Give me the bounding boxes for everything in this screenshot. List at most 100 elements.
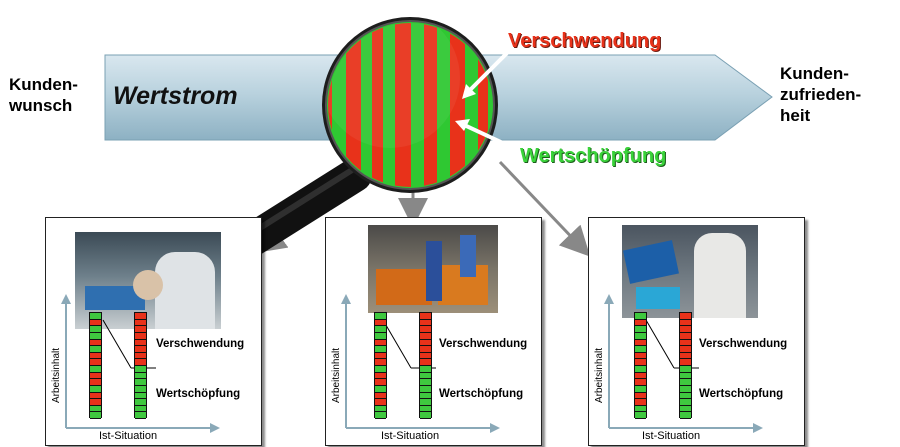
bar-segment — [375, 319, 386, 327]
bar-segment — [375, 346, 386, 353]
photo-forklift — [368, 225, 498, 313]
bar-segment — [135, 392, 146, 400]
bar-segment — [635, 319, 646, 327]
bar-segment — [90, 339, 101, 347]
label-waste: Verschwendung — [156, 338, 245, 350]
bar-segment — [420, 359, 431, 366]
bar-segment — [680, 412, 691, 419]
bar-segment — [635, 352, 646, 360]
bar-segment — [420, 392, 431, 400]
y-axis-label: Arbeitsinhalt — [51, 347, 62, 403]
x-axis-label: Ist-Situation — [99, 430, 158, 442]
bar-segment — [375, 313, 386, 320]
x-axis-label: Ist-Situation — [642, 430, 701, 442]
axes — [341, 294, 500, 433]
bar-segment — [680, 405, 691, 413]
bar-segment — [135, 319, 146, 327]
bar-segment — [375, 352, 386, 360]
bar-segment — [420, 332, 431, 340]
bar-segment — [420, 313, 431, 320]
bar-segment — [90, 392, 101, 400]
customer-satisfaction-label: Kunden- zufrieden- heit — [780, 64, 862, 125]
bar-segment — [680, 359, 691, 366]
axes — [604, 294, 763, 433]
bar-segment — [90, 332, 101, 340]
bar-segment — [375, 366, 386, 373]
bar-segment — [135, 339, 146, 347]
bar-segment — [90, 366, 101, 373]
bar-segment — [680, 379, 691, 386]
bar-segment — [635, 399, 646, 406]
bar-segment — [635, 359, 646, 366]
callout-arrow-waste — [466, 50, 510, 94]
bar-segment — [375, 332, 386, 340]
bar-segment — [420, 346, 431, 353]
y-axis-label: Arbeitsinhalt — [594, 347, 605, 403]
bar-segment — [135, 359, 146, 366]
bar-segment — [680, 332, 691, 340]
bar-segment — [420, 379, 431, 386]
bar-segment — [680, 326, 691, 333]
bar-segment — [680, 313, 691, 320]
bar-segment — [90, 385, 101, 393]
bar-segment — [680, 385, 691, 393]
bar-segment — [420, 385, 431, 393]
bar-segment — [375, 372, 386, 380]
bar-segment — [90, 399, 101, 406]
bar-segment — [90, 372, 101, 380]
customer-wish-label: Kunden- wunsch — [9, 75, 78, 115]
bar-segment — [680, 346, 691, 353]
magnifier-lens — [322, 17, 498, 193]
panel-right: Verschwendung Wertschöpfung Ist-Situatio… — [588, 217, 805, 446]
bar-segment — [90, 412, 101, 419]
bar-segment — [635, 346, 646, 353]
bar-segment — [635, 366, 646, 373]
bar-segment — [135, 346, 146, 353]
pointer-arrow-right — [498, 160, 591, 257]
bar-segment — [135, 366, 146, 373]
label-value: Wertschöpfung — [699, 388, 784, 400]
bar-segment — [680, 392, 691, 400]
bar-segment — [375, 359, 386, 366]
bar-ist — [374, 312, 387, 419]
x-axis-label: Ist-Situation — [381, 430, 440, 442]
bar-segment — [90, 319, 101, 327]
bar-segment — [375, 339, 386, 347]
bar-segment — [420, 366, 431, 373]
value-stream-title: Wertstrom — [113, 82, 238, 110]
bar-segment — [420, 319, 431, 327]
photo-assembly — [622, 225, 758, 318]
callout-waste-label: Verschwendung — [508, 30, 662, 52]
bar-segment — [90, 326, 101, 333]
bar-segment — [135, 372, 146, 380]
bar-segment — [375, 405, 386, 413]
bar-segment — [635, 412, 646, 419]
bar-segment — [135, 385, 146, 393]
panel-center: Verschwendung Wertschöpfung Ist-Situatio… — [325, 217, 542, 446]
bar-segment — [375, 379, 386, 386]
bar-segment — [90, 379, 101, 386]
bar-segment — [635, 313, 646, 320]
bar-segment — [90, 405, 101, 413]
bar-segment — [680, 319, 691, 327]
bar-segment — [420, 352, 431, 360]
bar-segment — [420, 326, 431, 333]
bar-segment — [90, 352, 101, 360]
bar-segment — [635, 332, 646, 340]
bar-segment — [135, 379, 146, 386]
bar-segment — [375, 412, 386, 419]
bar-sorted — [419, 312, 432, 419]
bar-segment — [420, 339, 431, 347]
bar-segment — [680, 339, 691, 347]
bar-segment — [135, 326, 146, 333]
bar-segment — [635, 379, 646, 386]
bar-segment — [375, 385, 386, 393]
bar-segment — [135, 352, 146, 360]
label-value: Wertschöpfung — [439, 388, 524, 400]
bar-segment — [420, 412, 431, 419]
y-axis-label: Arbeitsinhalt — [331, 347, 342, 403]
bar-segment — [635, 405, 646, 413]
bar-segment — [135, 405, 146, 413]
bar-segment — [680, 372, 691, 380]
